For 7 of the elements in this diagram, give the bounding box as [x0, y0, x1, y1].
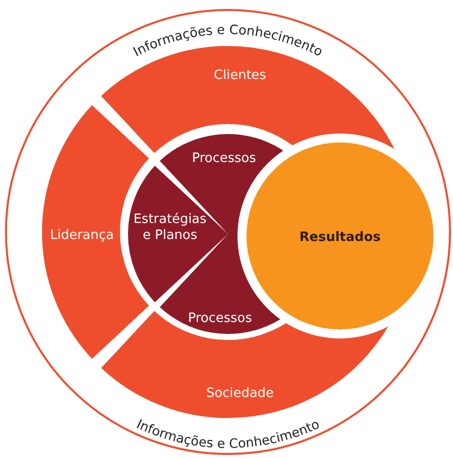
segment-label: Clientes	[214, 68, 266, 83]
segment-label: Resultados	[299, 230, 381, 245]
segment-label: Processos	[192, 151, 256, 166]
segment-label: Sociedade	[206, 386, 274, 401]
segment-label: Estratégias e Planos	[133, 212, 207, 243]
segment-label: Liderança	[50, 228, 114, 243]
segment-label: Processos	[188, 311, 252, 326]
